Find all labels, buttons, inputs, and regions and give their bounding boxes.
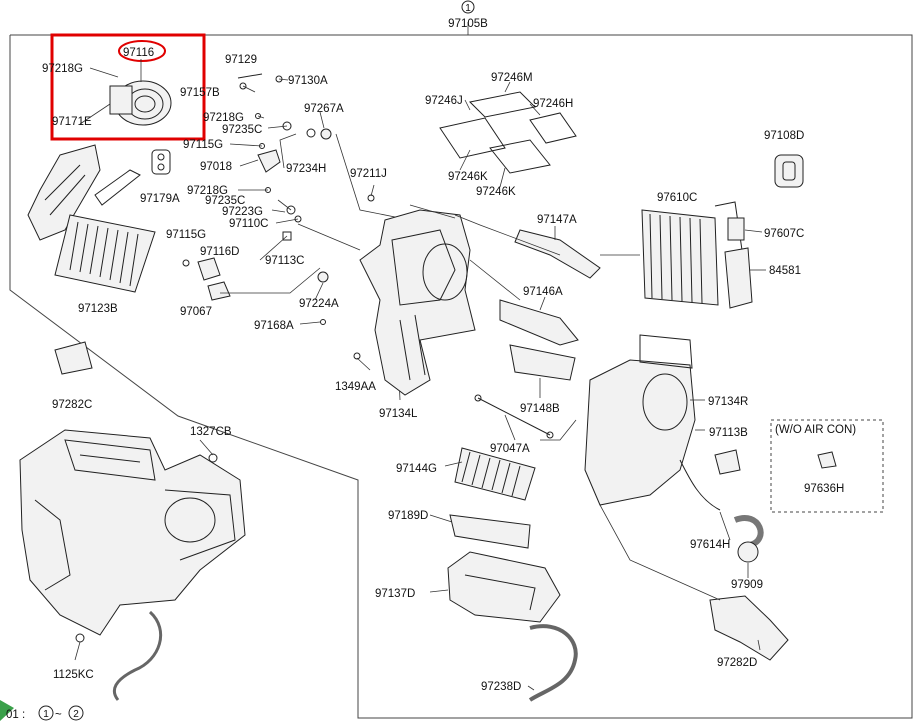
corner-marker (0, 700, 14, 721)
footer-prefix: 01 : (6, 709, 25, 721)
label-97267A: 97267A (304, 103, 344, 115)
label-97246J: 97246J (425, 95, 463, 107)
link-rod-drawing (474, 394, 554, 441)
label-97108D: 97108D (764, 130, 804, 142)
cabin-filter-drawing (54, 214, 156, 293)
lower-case-drawing (447, 551, 561, 623)
label-97246M: 97246M (491, 72, 533, 84)
wiring-harness-drawing (679, 449, 764, 563)
label-97218G-2: 97218G (203, 112, 244, 124)
assembly-callout-circle (461, 0, 475, 14)
label-97047A: 97047A (490, 443, 530, 455)
grommet-97108D-drawing (774, 154, 804, 188)
label-97157B: 97157B (180, 87, 220, 99)
label-97189D: 97189D (388, 510, 428, 522)
door-97148B-drawing (509, 344, 576, 398)
label-97282C: 97282C (52, 399, 92, 411)
evaporator-drawing (641, 201, 743, 306)
label-97223G: 97223G (222, 206, 263, 218)
label-97134R: 97134R (708, 396, 748, 408)
label-97218G-3: 97218G (187, 185, 228, 197)
label-97218G: 97218G (42, 63, 83, 75)
label-97211J: 97211J (350, 168, 387, 180)
label-97018: 97018 (200, 161, 232, 173)
label-97116: 97116 (123, 47, 154, 59)
gasket-97179A-drawing (151, 149, 171, 175)
hvac-housing-right-drawing (584, 334, 705, 506)
hvac-assembly-drawing (19, 429, 246, 701)
label-97137D: 97137D (375, 588, 415, 600)
assembly-callout-number: 1 (465, 3, 471, 14)
assembly-part-number: 97105B (448, 18, 488, 30)
housing-leaders (409, 204, 761, 691)
label-97144G: 97144G (396, 463, 437, 475)
duct-97171E-drawing (27, 144, 141, 241)
label-97235C: 97235C (222, 124, 262, 136)
label-97171E: 97171E (52, 116, 92, 128)
label-97148B: 97148B (520, 403, 560, 415)
label-97607C: 97607C (764, 228, 804, 240)
label-97115G: 97115G (183, 139, 223, 151)
label-97134L: 97134L (379, 408, 418, 420)
label-1349AA: 1349AA (335, 381, 376, 393)
label-97130A: 97130A (288, 75, 328, 87)
label-1125KC: 1125KC (53, 669, 94, 681)
case-97189D-drawing (449, 514, 531, 549)
duct-97282D-drawing (709, 595, 789, 661)
clip-97636H-drawing (817, 451, 837, 469)
label-97113B: 97113B (709, 427, 748, 439)
label-97168A: 97168A (254, 320, 294, 332)
leader-lines (220, 78, 401, 401)
label-97636H: 97636H (804, 483, 844, 495)
label-97282D: 97282D (717, 657, 757, 669)
door-97147A-drawing (514, 226, 601, 279)
label-97234H: 97234H (286, 163, 326, 175)
label-97246H: 97246H (533, 98, 573, 110)
label-97146A: 97146A (523, 286, 563, 298)
label-97113C: 97113C (265, 255, 304, 267)
part-labels: 97218G 97116 97171E 97129 97157B 97130A … (42, 47, 856, 693)
sensor-bracket-drawing (724, 217, 766, 309)
footer-range-start: 1 (43, 709, 49, 720)
label-97224A: 97224A (299, 298, 339, 310)
label-84581: 84581 (769, 265, 801, 277)
drain-hose-drawing (528, 624, 578, 702)
label-97110C: 97110C (229, 218, 268, 230)
label-97610C: 97610C (657, 192, 697, 204)
duct-97282C-drawing (54, 341, 93, 375)
label-97116D: 97116D (200, 246, 239, 258)
assembly-frame (9, 0, 913, 719)
footer-range-end: 2 (73, 709, 79, 720)
footer-range-separator: ~ (55, 709, 62, 721)
label-97238D: 97238D (481, 681, 521, 693)
highlight-box (50, 33, 206, 141)
label-97147A: 97147A (537, 214, 577, 226)
label-97235C-2: 97235C (205, 195, 245, 207)
ac-option-box (770, 419, 884, 513)
label-97123B: 97123B (78, 303, 118, 315)
label-97179A: 97179A (140, 193, 180, 205)
hvac-housing-left-drawing (359, 209, 476, 396)
label-97067: 97067 (180, 306, 212, 318)
label-97614H: 97614H (690, 539, 730, 551)
ac-option-label: (W/O AIR CON) (775, 424, 856, 436)
footer: 01 : 1 ~ 2 (0, 700, 84, 721)
label-97129: 97129 (225, 54, 257, 66)
label-97246K-2: 97246K (476, 186, 516, 198)
label-97246K: 97246K (448, 171, 488, 183)
label-97115G-2: 97115G (166, 229, 206, 241)
label-1327CB: 1327CB (190, 426, 232, 438)
filter-97144G-drawing (454, 447, 536, 501)
label-97909: 97909 (731, 579, 763, 591)
door-97146A-drawing (499, 296, 579, 346)
blower-motor-drawing (79, 59, 172, 126)
filter-seals-drawing (439, 81, 577, 188)
